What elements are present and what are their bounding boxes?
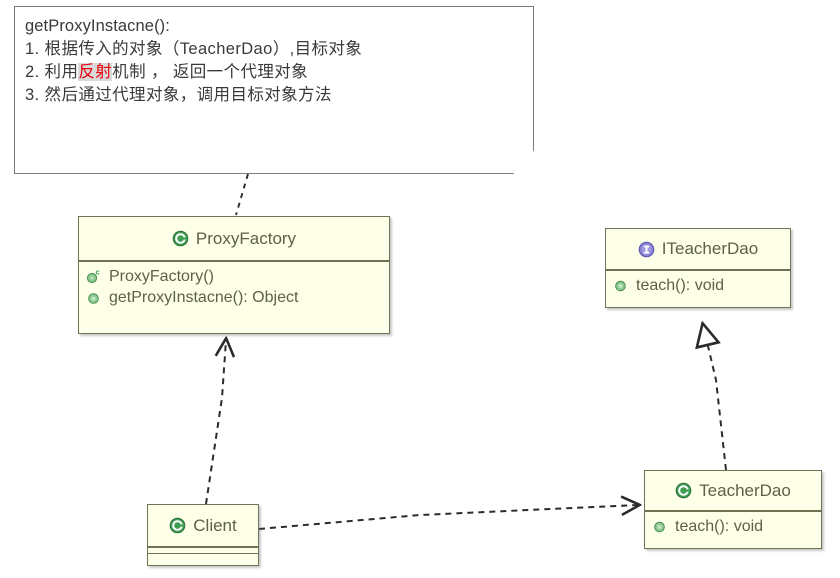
class-icon [172, 230, 189, 247]
member-row[interactable]: teach(): void [612, 275, 784, 296]
svg-text:c: c [96, 268, 100, 277]
teacherdao-header: TeacherDao [645, 471, 821, 511]
client-to-proxyfactory-line [205, 340, 226, 505]
note-line-1: getProxyInstacne(): [25, 17, 170, 35]
member-label: getProxyInstacne(): Object [109, 288, 299, 306]
client-header: Client [148, 505, 258, 547]
proxyfactory-members: c ProxyFactory() getProxyInstacne(): Obj… [79, 261, 389, 333]
member-label: teach(): void [636, 276, 725, 294]
member-label: teach(): void [675, 517, 764, 535]
note-line-4: 3. 然后通过代理对象，调用目标对象方法 [25, 86, 332, 104]
member-label: ProxyFactory() [109, 267, 214, 285]
interface-icon [638, 241, 655, 257]
teacherdao-implements-iteacherdao-line [703, 325, 727, 471]
class-box-client[interactable]: Client [147, 504, 259, 566]
client-to-teacherdao-line [258, 505, 638, 530]
method-icon [88, 293, 99, 304]
iteacherdao-header: ITeacherDao [606, 229, 790, 270]
client-methods-compartment [148, 553, 258, 560]
note-body: getProxyInstacne(): 1. 根据传入的对象（TeacherDa… [15, 7, 533, 107]
getProxyInstacne-note[interactable]: getProxyInstacne(): 1. 根据传入的对象（TeacherDa… [14, 6, 534, 174]
class-box-teacherdao[interactable]: TeacherDao teach(): void [644, 470, 822, 549]
member-row[interactable]: getProxyInstacne(): Object [85, 287, 383, 308]
teacherdao-class-name: TeacherDao [699, 480, 791, 500]
client-attributes-compartment [148, 547, 258, 553]
method-icon [615, 280, 626, 292]
method-icon [654, 521, 665, 533]
constructor-icon: c [86, 268, 100, 284]
note-line-2: 1. 根据传入的对象（TeacherDao）,目标对象 [25, 40, 363, 58]
class-icon [675, 482, 692, 499]
class-icon [169, 517, 186, 534]
note-line-3-prefix: 2. 利用 [25, 63, 79, 81]
iteacherdao-members: teach(): void [606, 270, 790, 307]
class-box-iteacherdao[interactable]: ITeacherDao teach(): void [605, 228, 791, 308]
member-row[interactable]: teach(): void [651, 516, 815, 537]
teacherdao-members: teach(): void [645, 511, 821, 548]
note-line-3: 2. 利用反射机制 ， 返回一个代理对象 [25, 61, 523, 84]
proxyfactory-header: ProxyFactory [79, 217, 389, 261]
class-box-proxyfactory[interactable]: ProxyFactory c ProxyFactory() getProxyIn… [78, 216, 390, 334]
note-anchor-line [235, 173, 249, 216]
proxyfactory-class-name: ProxyFactory [195, 228, 297, 248]
client-class-name: Client [193, 515, 237, 535]
member-row[interactable]: c ProxyFactory() [85, 266, 383, 287]
note-line-3-suffix: 机制 ， 返回一个代理对象 [112, 63, 309, 81]
iteacherdao-class-name: ITeacherDao [661, 239, 759, 258]
note-line-3-highlight: 反射 [78, 63, 113, 81]
